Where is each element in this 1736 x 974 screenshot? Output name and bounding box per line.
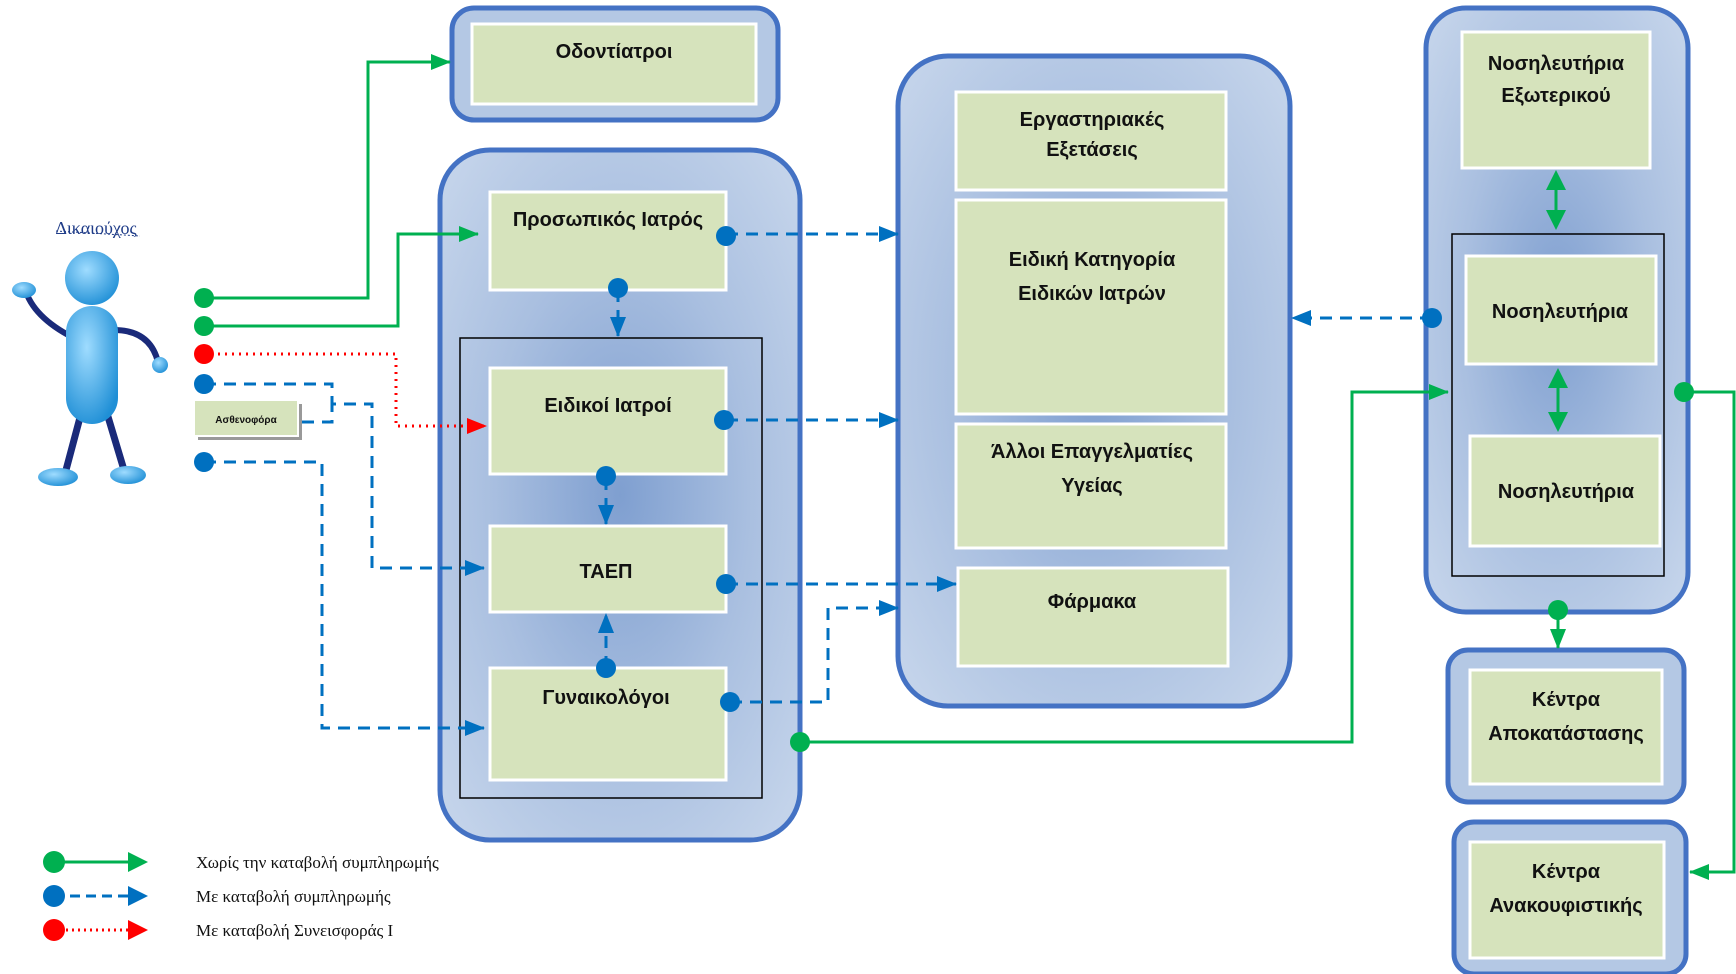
box-personal-doctor: Προσωπικός Ιατρός <box>488 190 728 292</box>
svg-text:Άλλοι Επαγγελματίες: Άλλοι Επαγγελματίες <box>991 441 1193 463</box>
svg-text:Αποκατάστασης: Αποκατάστασης <box>1488 723 1644 745</box>
svg-text:Οδοντίατροι: Οδοντίατροι <box>556 41 673 63</box>
box-dentists: Οδοντίατροι <box>470 22 758 106</box>
person-label: Δικαιούχος <box>55 218 136 238</box>
svg-text:Κέντρα: Κέντρα <box>1532 861 1601 883</box>
legend-item-green: Χωρίς την καταβολή συμπληρωμής <box>43 851 439 873</box>
svg-text:Με καταβολή Συνεισφοράς Ι: Με καταβολή Συνεισφοράς Ι <box>196 921 394 940</box>
svg-text:Νοσηλευτήρια: Νοσηλευτήρια <box>1498 481 1635 503</box>
svg-text:Ανακουφιστικής: Ανακουφιστικής <box>1489 895 1642 917</box>
svg-text:Εξωτερικού: Εξωτερικού <box>1501 85 1610 107</box>
svg-text:Ασθενοφόρα: Ασθενοφόρα <box>215 415 277 426</box>
svg-text:Χωρίς την καταβολή συμπληρωμής: Χωρίς την καταβολή συμπληρωμής <box>196 853 439 872</box>
svg-text:Κέντρα: Κέντρα <box>1532 689 1601 711</box>
svg-text:Εξετάσεις: Εξετάσεις <box>1046 139 1138 161</box>
svg-text:Εργαστηριακές: Εργαστηριακές <box>1020 109 1165 131</box>
box-special-category: Ειδική Κατηγορία Ειδικών Ιατρών <box>954 198 1228 416</box>
svg-text:ΤΑΕΠ: ΤΑΕΠ <box>580 561 633 583</box>
hospital-group-frame <box>1451 233 1665 577</box>
legend: Χωρίς την καταβολή συμπληρωμής Με καταβο… <box>43 851 439 941</box>
person-figure: Δικαιούχος <box>12 218 168 486</box>
svg-text:Ειδικοί Ιατροί: Ειδικοί Ιατροί <box>544 395 671 417</box>
box-taep: ΤΑΕΠ <box>488 524 728 614</box>
ambulance-box: Ασθενοφόρα <box>193 399 302 440</box>
svg-text:Νοσηλευτήρια: Νοσηλευτήρια <box>1492 301 1629 323</box>
svg-text:Υγείας: Υγείας <box>1061 475 1122 497</box>
svg-text:Με καταβολή συμπληρωμής: Με καταβολή συμπληρωμής <box>196 887 391 906</box>
box-specialists: Ειδικοί Ιατροί <box>488 366 728 476</box>
svg-text:Προσωπικός Ιατρός: Προσωπικός Ιατρός <box>513 209 703 231</box>
connector-dots <box>194 226 1694 752</box>
box-hospitals-2: Νοσηλευτήρια <box>1468 434 1662 548</box>
box-drugs: Φάρμακα <box>956 566 1230 668</box>
svg-text:Γυναικολόγοι: Γυναικολόγοι <box>542 687 669 709</box>
svg-text:Φάρμακα: Φάρμακα <box>1048 591 1137 613</box>
legend-item-blue: Με καταβολή συμπληρωμής <box>43 885 391 907</box>
box-hospitals-abroad: Νοσηλευτήρια Εξωτερικού <box>1460 30 1652 170</box>
box-other-professionals: Άλλοι Επαγγελματίες Υγείας <box>954 422 1228 550</box>
svg-text:Ειδική Κατηγορία: Ειδική Κατηγορία <box>1009 249 1176 271</box>
box-lab-tests: Εργαστηριακές Εξετάσεις <box>954 90 1228 192</box>
box-rehab: Κέντρα Αποκατάστασης <box>1468 668 1664 786</box>
green-connectors <box>204 54 1736 880</box>
svg-text:Ειδικών Ιατρών: Ειδικών Ιατρών <box>1018 283 1166 305</box>
box-gynecologists: Γυναικολόγοι <box>488 666 728 782</box>
box-palliative: Κέντρα Ανακουφιστικής <box>1468 840 1666 960</box>
svg-text:Νοσηλευτήρια: Νοσηλευτήρια <box>1488 53 1625 75</box>
box-hospitals-1: Νοσηλευτήρια <box>1464 254 1658 366</box>
legend-item-red: Με καταβολή Συνεισφοράς Ι <box>43 919 394 941</box>
green-double-arrows <box>1546 170 1568 432</box>
red-connector <box>204 352 487 434</box>
